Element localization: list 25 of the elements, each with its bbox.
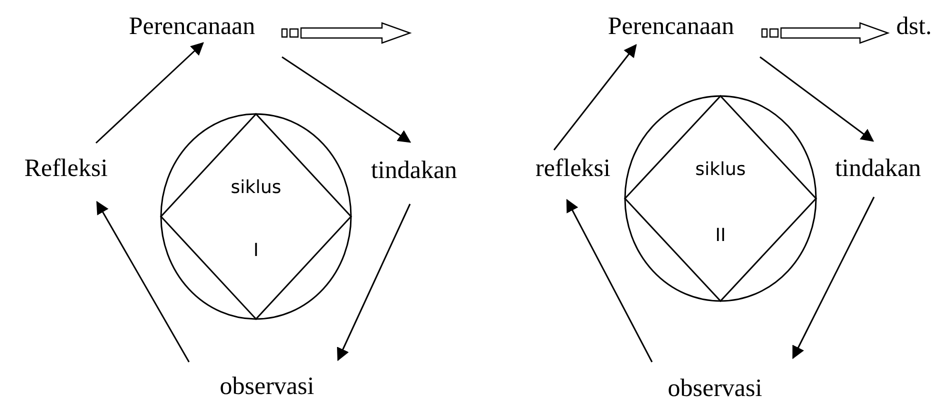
arrow xyxy=(553,44,637,150)
stage-label: observasi xyxy=(653,374,777,406)
stage-label: dst. xyxy=(890,12,938,44)
cycle-number: I xyxy=(252,240,260,262)
arrow xyxy=(282,56,412,143)
stage-label: refleksi xyxy=(523,154,623,186)
stage-label: tindakan xyxy=(356,156,472,188)
stage-label: Refleksi xyxy=(11,154,121,186)
cycle-number: II xyxy=(714,225,727,247)
block-arrow xyxy=(281,22,412,44)
cycle-label: siklus xyxy=(230,177,282,199)
stage-label: tindakan xyxy=(821,154,935,186)
arrow xyxy=(95,42,204,144)
arrow xyxy=(337,204,411,362)
arrow xyxy=(96,200,190,362)
stage-label: Perencanaan xyxy=(589,12,753,44)
cycle-circle xyxy=(160,113,352,320)
block-arrow xyxy=(761,22,890,44)
stage-label: observasi xyxy=(205,372,329,404)
cycle-label: siklus xyxy=(694,159,747,181)
arrow xyxy=(760,56,874,142)
arrow xyxy=(792,196,875,360)
arrow xyxy=(566,198,653,362)
stage-label: Perencanaan xyxy=(111,12,273,44)
cycle-circle xyxy=(624,95,817,302)
